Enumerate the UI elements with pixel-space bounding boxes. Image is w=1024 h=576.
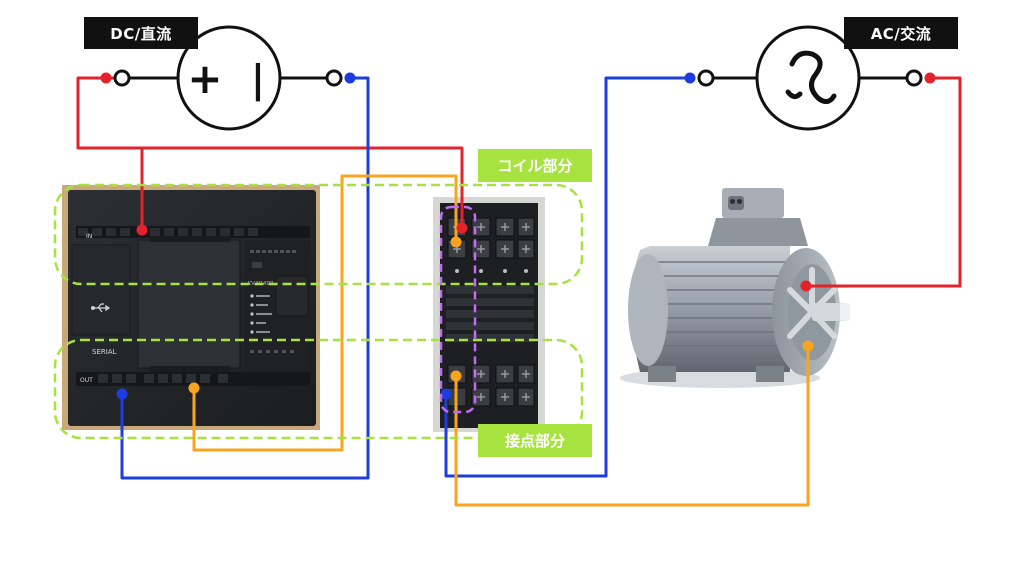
plc-out-label: OUT (80, 377, 93, 384)
coil-return-wire (444, 76, 690, 478)
relay-coil-terminals (447, 217, 535, 273)
dc-positive-terminal (113, 69, 131, 87)
relay-contact-terminals (447, 364, 535, 407)
ac-source-symbol (755, 25, 861, 131)
plc-output-signal-wire (192, 174, 458, 452)
wire-endpoints (116, 222, 814, 400)
plc-unit: IN SERIAL (62, 185, 320, 430)
motor-shaft (812, 303, 848, 321)
coil-highlight-outline (439, 205, 477, 414)
motor (620, 188, 850, 388)
dc-positive-wire (76, 76, 464, 230)
plc-serial-label: SERIAL (92, 348, 117, 356)
ac-source (684, 25, 936, 131)
contact-zone-outline (53, 338, 584, 440)
ac-terminal-left (697, 69, 715, 87)
zone-outlines (53, 183, 584, 440)
plc-in-label: IN (86, 233, 92, 240)
relay-fins (446, 286, 534, 342)
wires (76, 76, 962, 507)
coil-section-label: コイル部分 (478, 149, 592, 182)
dc-source-symbol (176, 25, 282, 131)
coil-zone-outline (53, 183, 584, 286)
dc-negative-terminal (325, 69, 343, 87)
dc-source-label: DC/直流 (84, 17, 198, 49)
ac-source-label: AC/交流 (844, 17, 958, 49)
dc-source: + | (100, 25, 356, 131)
usb-icon (90, 303, 111, 313)
dc-minus-sign: | (251, 57, 265, 102)
ac-supply-wire (806, 76, 962, 288)
contact-motor-wire (454, 346, 810, 507)
dc-plus-sign: + (187, 54, 222, 103)
contact-section-label: 接点部分 (478, 424, 592, 457)
ac-terminal-right (905, 69, 923, 87)
dc-negative-wire (120, 76, 370, 480)
ac-sine-icon (789, 50, 837, 104)
